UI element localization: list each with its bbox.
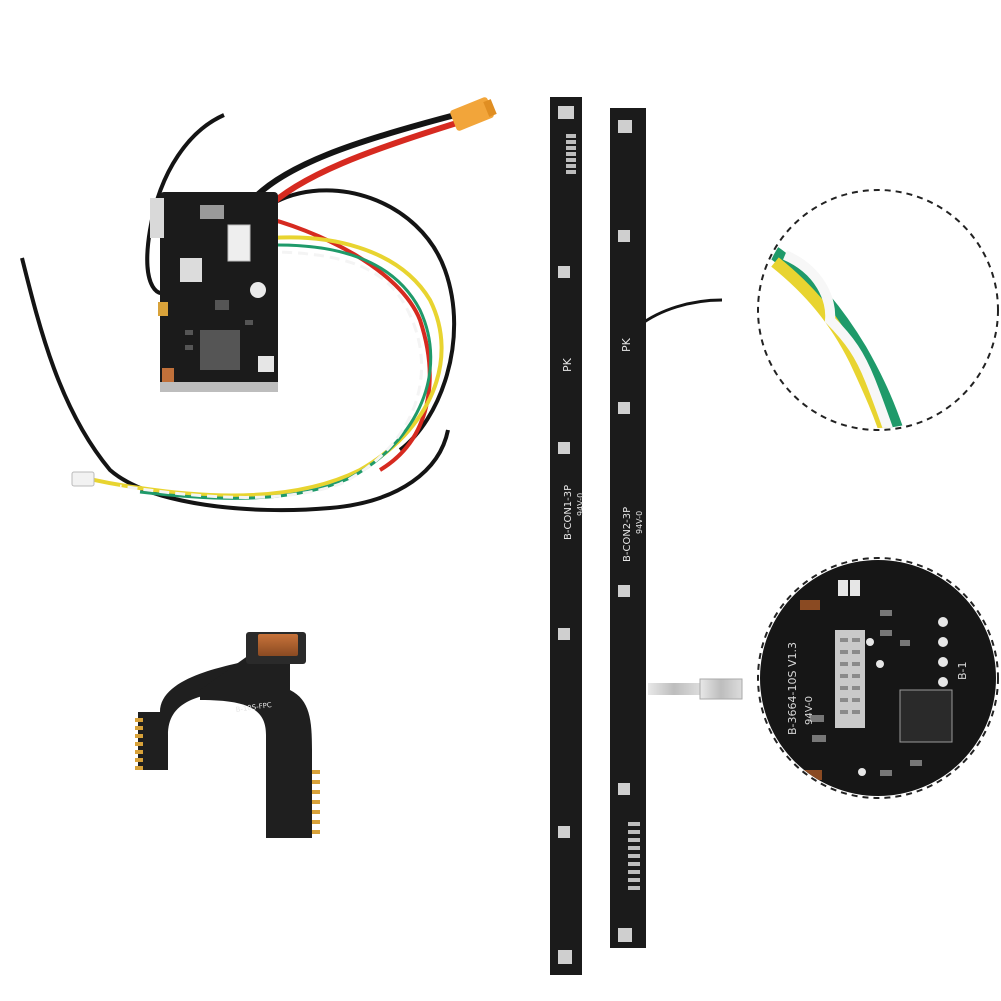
right-strip-pk: PK (620, 337, 633, 352)
bms-board-assembly (20, 97, 497, 513)
small-white-connector (71, 471, 95, 487)
flex-connector (258, 634, 298, 656)
zoom-twisted-wire (757, 189, 999, 431)
silver-sensor (648, 683, 700, 695)
red-sense-wire (254, 213, 432, 472)
pcb-strip-right: PK B-CON2-3P 94V-0 (610, 108, 743, 948)
black-wire-right-loop (268, 188, 457, 452)
red-main-lead (262, 119, 461, 213)
left-strip-pk: PK (561, 357, 574, 372)
zoom-board-detail: B-3664-10S V1.3 94V-0 B-1 (757, 557, 999, 799)
pcb-strip-left: PK B-CON1-3P 94V-0 (550, 97, 585, 975)
left-strip-part: B-CON1-3P (563, 485, 574, 540)
flex-cable: B-10S-FPC (135, 632, 320, 838)
black-wire-left (20, 257, 450, 513)
white-wire (119, 250, 424, 499)
zoom-board-rating: 94V-0 (804, 696, 815, 725)
right-strip-rating: 94V-0 (635, 511, 644, 534)
black-main-lead (245, 112, 456, 207)
zoom-board-part: B-3664-10S V1.3 (786, 642, 799, 735)
left-strip-rating: 94V-0 (576, 493, 585, 516)
zoom-board-side: B-1 (956, 661, 969, 680)
xt-connector (450, 97, 497, 131)
right-strip-part: B-CON2-3P (622, 507, 633, 562)
white-header-connector (227, 224, 251, 262)
